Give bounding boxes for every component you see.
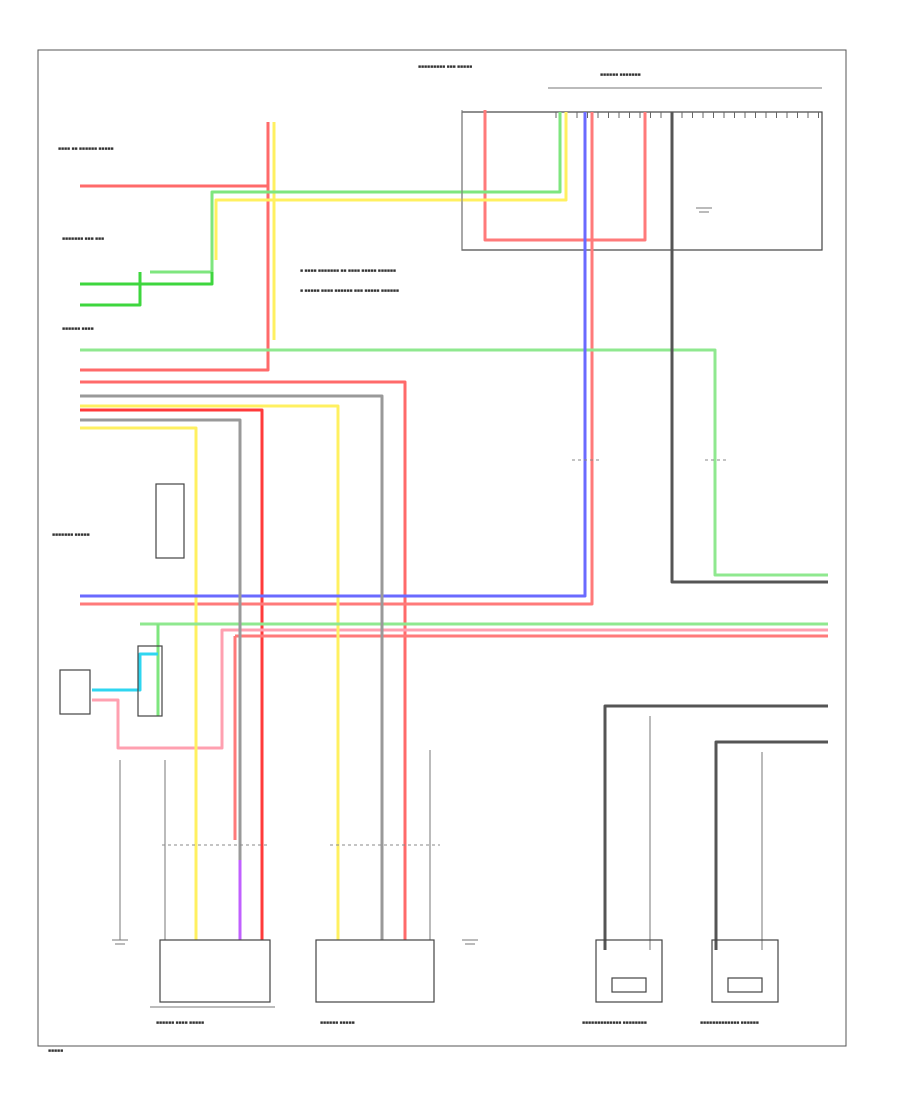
blue-wire: [80, 112, 587, 598]
gray-wire-left-drop: [80, 418, 242, 860]
pink-wire-switch-loop: [92, 628, 828, 750]
caption-top-left: ■■■■ ■■ ■■■■■■ ■■■■■: [58, 146, 114, 152]
gray-wire-mid: [80, 394, 384, 940]
black-wire-bottom-right-b: [714, 740, 828, 950]
green-wire-long: [80, 348, 828, 577]
caption-top-right: ■■■■■■ ■■■■■■■: [600, 72, 641, 78]
red-wires: [80, 110, 828, 940]
caption-switch-top: ■■■■■■■ ■■■ ■■■: [62, 236, 104, 242]
green-wires: [80, 112, 828, 716]
lower-switch-box: [137, 645, 163, 717]
cyan-wire: [92, 652, 158, 692]
red-wire-top-connector: [483, 110, 647, 242]
gray-wires: [80, 110, 828, 950]
legend-note-2: ■ ■■■■■ ■■■■ ■■■■■■ ■■■ ■■■■■ ■■■■■■: [300, 288, 399, 294]
left-switch-box: [155, 483, 185, 559]
yellow-wires: [80, 112, 568, 940]
diagram-frame: [37, 49, 847, 1047]
top-right-module-pins: [555, 112, 819, 118]
legend-note-1: ■ ■■■■ ■■■■■■■ ■■ ■■■■ ■■■■■ ■■■■■■: [300, 268, 396, 274]
top-right-module-box: [461, 111, 823, 251]
green-wire-switch: [80, 272, 214, 286]
caption-bottom-right-a: ■■■■■■■■■■■■■ ■■■■■■■■: [582, 1020, 647, 1026]
red-wire-left-drop: [80, 408, 264, 940]
black-wire-right: [670, 112, 828, 584]
green-wire-top: [150, 112, 562, 274]
page-number: ■■■■■: [48, 1048, 63, 1054]
red-wire-right-vertical: [80, 112, 594, 606]
left-module-box: [59, 669, 91, 715]
dashed-connectors: [162, 459, 728, 846]
ground-symbol-left: [112, 939, 128, 945]
green-wire-switch-b: [80, 272, 142, 307]
caption-top-center: ■■■■■■■■■ ■■■ ■■■■■: [418, 64, 472, 70]
red-wire-top-left: [80, 122, 270, 188]
ground-symbol-mid: [462, 939, 478, 945]
bottom-mid-module-box: [315, 939, 435, 1003]
bottom-right-module-b-box: [711, 939, 779, 1003]
red-wire-horizontal-mid: [80, 380, 407, 940]
yellow-wire-top-right: [214, 112, 568, 260]
yellow-wire-mid: [80, 404, 340, 940]
black-wire-bottom-right: [603, 704, 828, 950]
caption-bottom-right-b: ■■■■■■■■■■■■■ ■■■■■■: [700, 1020, 759, 1026]
bottom-right-module-a-box: [595, 939, 663, 1003]
bottom-right-module-a-inner: [611, 977, 647, 993]
bottom-left-module-box: [159, 939, 271, 1003]
caption-connector-left: ■■■■■■ ■■■■: [62, 326, 94, 332]
bottom-right-module-b-inner: [727, 977, 763, 993]
ground-symbol-top: [696, 207, 712, 213]
red-wire-vertical-left: [80, 186, 270, 372]
caption-bottom-left: ■■■■■■ ■■■■ ■■■■■: [156, 1020, 204, 1026]
yellow-wire-left-drop: [80, 426, 198, 940]
caption-bottom-mid: ■■■■■■ ■■■■■: [320, 1020, 355, 1026]
caption-switch-mid: ■■■■■■■ ■■■■■: [52, 532, 90, 538]
